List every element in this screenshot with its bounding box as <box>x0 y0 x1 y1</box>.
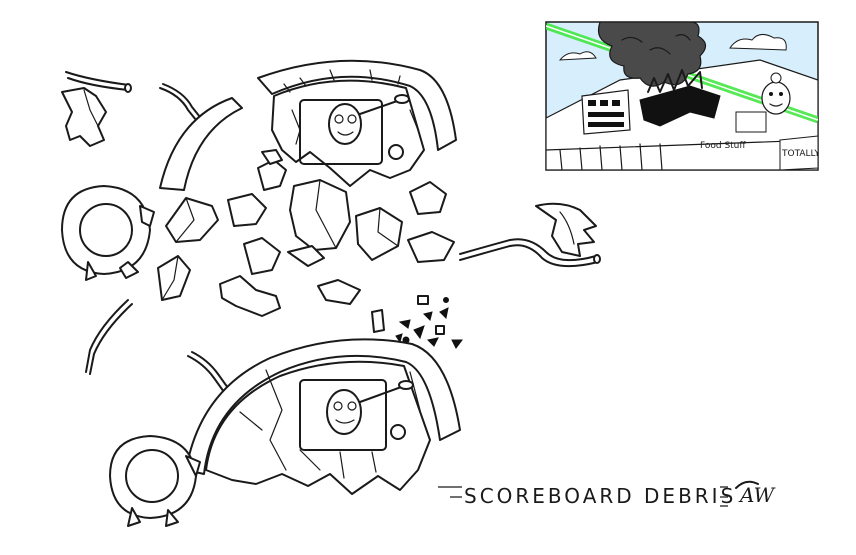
sheet-title: SCOREBOARD DEBRIS <box>464 484 736 508</box>
debris-ring-bottom <box>109 435 201 527</box>
sheet-title-block: SCOREBOARD DEBRIS AW <box>438 480 776 510</box>
inset-sign-toobs: TOTALLY Toobs <box>781 149 848 159</box>
debris-pole-right <box>459 238 601 268</box>
artist-signature: AW <box>738 483 776 507</box>
debris-pole-top-left <box>65 71 132 93</box>
debris-metal-scrap-left <box>61 87 107 147</box>
debris-pole-small-left <box>85 299 133 375</box>
debris-flame-tail <box>535 202 597 257</box>
scoreboard-dome-top <box>159 59 457 191</box>
scoreboard-assembled-bottom <box>185 338 461 495</box>
rubble-chunks <box>157 149 455 317</box>
inset-reference-panel: Food Stuff TOTALLY Toobs <box>545 21 848 171</box>
inset-sign-food: Food Stuff <box>700 141 746 151</box>
debris-ring-left <box>61 185 155 281</box>
debris-pole-top-mid <box>159 83 201 121</box>
small-black-fragments <box>371 295 463 349</box>
